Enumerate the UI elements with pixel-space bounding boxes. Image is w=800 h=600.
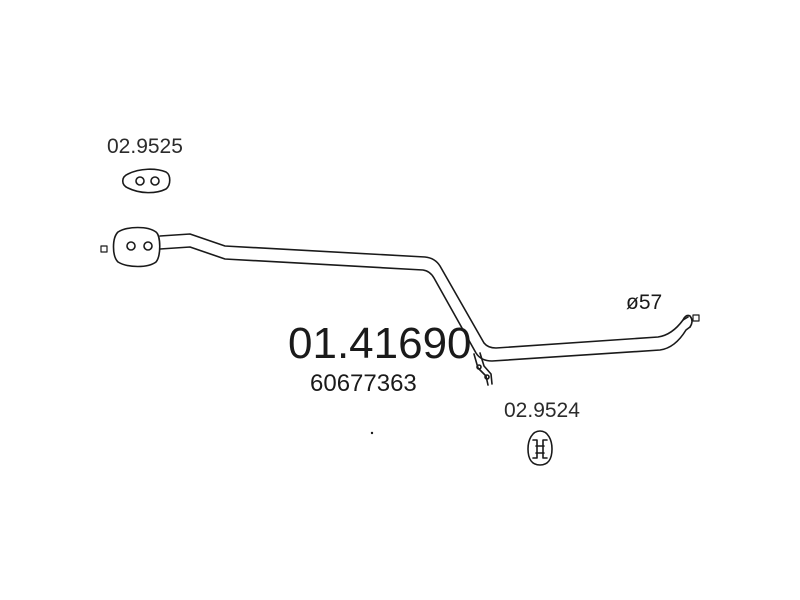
part-number: 01.41690 [288,319,472,368]
rubber-mount-part-label: 02.9524 [504,399,580,422]
flange-icon [112,226,161,268]
pipe-body [159,233,693,362]
gasket-part-label: 02.9525 [107,135,183,158]
left-end-marker [100,245,108,253]
diameter-label: ø57 [626,291,663,314]
rubber-mount-icon [527,430,553,466]
right-end-marker [692,314,700,322]
reference-dot [370,431,374,435]
oem-number: 60677363 [310,370,417,397]
hanger-bracket-icon [473,352,493,386]
gasket-icon [121,168,171,194]
